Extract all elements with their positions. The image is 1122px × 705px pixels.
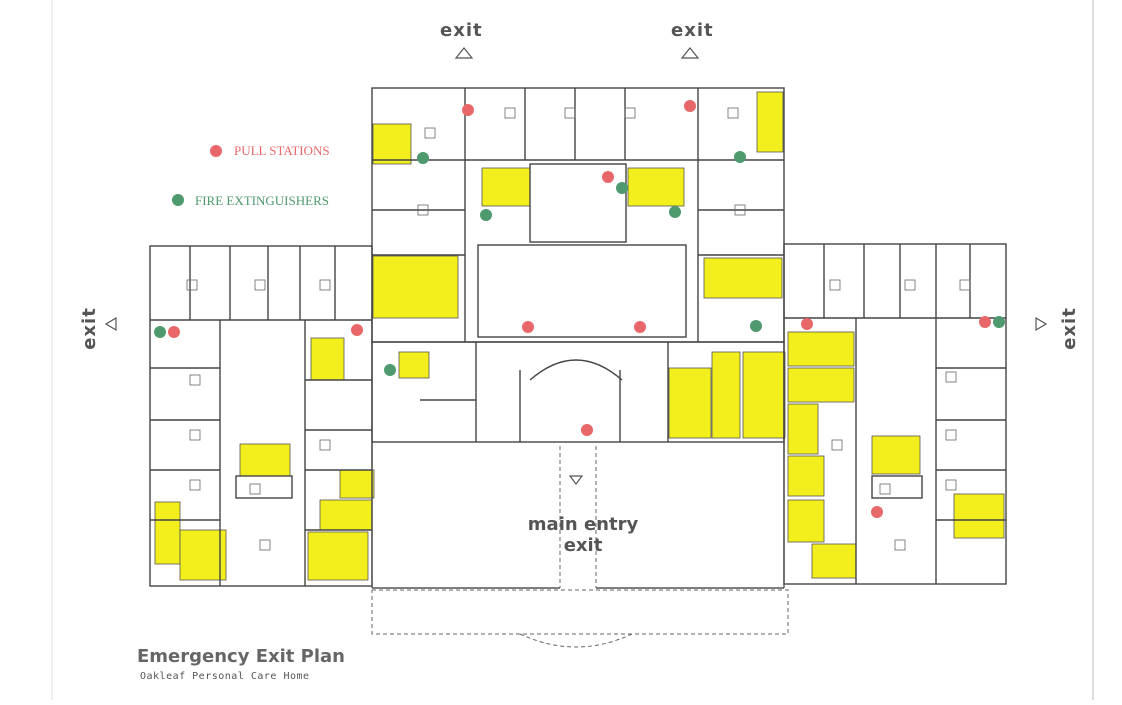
exit-label-top-left: exit (440, 20, 483, 41)
legend-fire-extinguisher-marker (172, 194, 184, 206)
fire-extinguisher-marker (616, 182, 628, 194)
fixtures (186, 107, 971, 551)
highlighted-room (310, 337, 345, 381)
highlighted-room (787, 455, 825, 497)
fire-extinguisher-marker (417, 152, 429, 164)
legend-pull-stations: PULL STATIONS (234, 143, 330, 158)
fire-extinguisher-marker (480, 209, 492, 221)
pull-station-marker (581, 424, 593, 436)
pull-station-marker (602, 171, 614, 183)
page-title: Emergency Exit Plan (137, 646, 345, 667)
pull-stations (168, 100, 991, 518)
highlighted-room (871, 435, 921, 475)
exit-label-left: exit (78, 307, 100, 350)
highlighted-room (787, 331, 855, 367)
page-subtitle: Oakleaf Personal Care Home (140, 671, 310, 682)
exit-arrow-icon (1035, 316, 1048, 332)
highlighted-room (339, 469, 375, 499)
exit-arrow-icon (454, 47, 474, 59)
exit-arrow-icon (568, 475, 584, 485)
highlighted-room (756, 91, 784, 153)
fire-extinguisher-marker (384, 364, 396, 376)
fire-extinguisher-marker (669, 206, 681, 218)
highlighted-room (372, 255, 459, 319)
fire-extinguisher-marker (734, 151, 746, 163)
highlighted-room (742, 351, 786, 439)
highlighted-room (239, 443, 291, 477)
pull-station-marker (801, 318, 813, 330)
highlighted-room (668, 367, 712, 439)
pull-station-marker (522, 321, 534, 333)
pull-station-marker (634, 321, 646, 333)
exit-label-right: exit (1058, 307, 1080, 350)
main-entry-line2: exit (563, 535, 603, 556)
main-entry-line1: main entry (527, 514, 639, 535)
fire-extinguisher-marker (154, 326, 166, 338)
pull-station-marker (871, 506, 883, 518)
main-entry-label: main entry exit (515, 514, 651, 556)
fire-extinguishers (154, 151, 1005, 376)
pull-station-marker (684, 100, 696, 112)
highlighted-room (307, 531, 369, 581)
main-entry-canopy (371, 446, 789, 648)
fire-extinguisher-marker (993, 316, 1005, 328)
highlighted-room (372, 123, 412, 165)
pull-station-marker (979, 316, 991, 328)
highlighted-room (711, 351, 741, 439)
exit-label-top-right: exit (671, 20, 714, 41)
highlighted-room (481, 167, 531, 207)
highlighted-room (787, 499, 825, 543)
pull-station-marker (351, 324, 363, 336)
walls (149, 87, 1007, 587)
highlighted-room (787, 367, 855, 403)
highlighted-room (787, 403, 819, 455)
highlighted-room (703, 257, 783, 299)
highlighted-room (953, 493, 1005, 539)
exit-arrows (104, 47, 1048, 485)
exit-arrow-icon (104, 316, 117, 332)
highlighted-room (398, 351, 430, 379)
fire-extinguisher-marker (750, 320, 762, 332)
highlighted-room (627, 167, 685, 207)
pull-station-marker (168, 326, 180, 338)
highlighted-room (319, 499, 373, 531)
legend-pull-station-marker (210, 145, 222, 157)
exit-arrow-icon (680, 47, 700, 59)
legend-fire-extinguishers: FIRE EXTINGUISHERS (195, 193, 329, 208)
highlighted-room (154, 501, 181, 565)
highlighted-room (811, 543, 857, 579)
entry-court (371, 442, 785, 589)
highlighted-room (179, 529, 227, 581)
highlighted-rooms (154, 91, 1005, 581)
pull-station-marker (462, 104, 474, 116)
